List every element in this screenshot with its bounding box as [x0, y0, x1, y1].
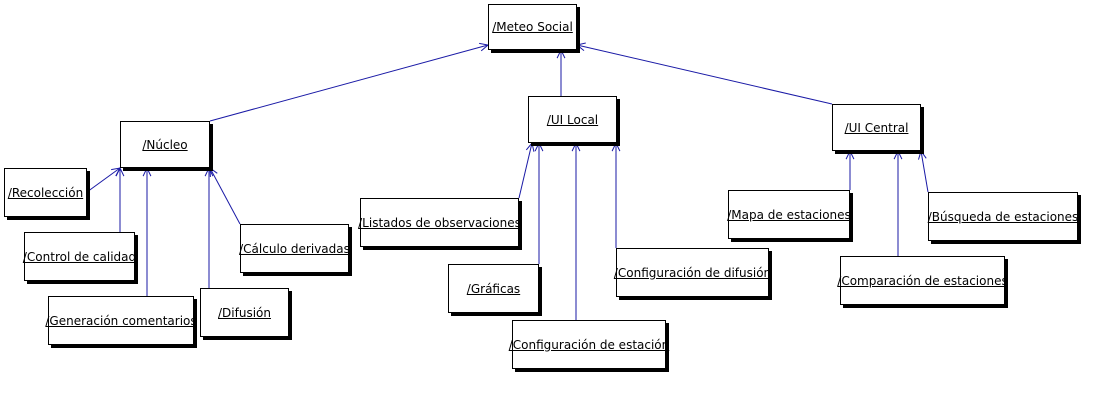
node-difusion[interactable]: /Difusión — [200, 288, 289, 337]
arrowhead-icon — [556, 48, 566, 59]
node-label: /Comparación de estaciones — [837, 273, 1008, 288]
node-configuracion-estacion[interactable]: /Configuración de estación — [509, 320, 669, 369]
node-label: /Búsqueda de estaciones — [927, 209, 1079, 224]
node-label: /UI Local — [546, 112, 599, 127]
edge-calculo_derivadas-to-nucleo — [209, 166, 241, 225]
edge-ui_local-to-root — [556, 48, 566, 96]
edge-graficas-to-ui_local — [534, 141, 544, 264]
node-label: /Generación comentarios — [45, 313, 197, 328]
arrowhead-icon — [571, 141, 581, 152]
node-ui-central[interactable]: /UI Central — [832, 104, 921, 151]
edge-control_calidad-to-nucleo — [115, 166, 125, 232]
node-label: /Meteo Social — [492, 20, 573, 34]
arrowhead-icon — [918, 149, 927, 160]
arrowhead-icon — [115, 166, 125, 177]
arrowhead-icon — [575, 42, 586, 52]
node-configuracion-difusion[interactable]: /Configuración de difusión — [613, 248, 772, 297]
edge-generacion_comentarios-to-nucleo — [142, 166, 152, 296]
node-control-calidad[interactable]: /Control de calidad — [22, 232, 137, 281]
node-label: /Control de calidad — [22, 249, 137, 264]
edge-nucleo-to-root — [209, 42, 490, 122]
node-label: /Configuración de difusión — [613, 265, 772, 280]
node-label: /Difusión — [218, 305, 271, 320]
node-nucleo[interactable]: /Núcleo — [120, 121, 210, 168]
edge-configuracion_difusion-to-ui_local — [611, 141, 621, 248]
edge-difusion-to-nucleo — [204, 166, 214, 288]
node-mapa-estaciones[interactable]: /Mapa de estaciones — [727, 190, 851, 239]
node-listados-observaciones[interactable]: /Listados de observaciones — [358, 198, 521, 247]
node-label: /Núcleo — [142, 137, 188, 152]
node-label: /Listados de observaciones — [358, 215, 521, 230]
node-busqueda-estaciones[interactable]: /Búsqueda de estaciones — [928, 192, 1078, 241]
arrowhead-icon — [525, 141, 535, 152]
node-recoleccion[interactable]: /Recolección — [4, 168, 87, 217]
edge-listados_observaciones-to-ui_local — [518, 141, 535, 199]
node-comparacion-estaciones[interactable]: /Comparación de estaciones — [837, 256, 1008, 305]
node-calculo-derivadas[interactable]: /Cálculo derivadas — [239, 224, 350, 273]
edge-recoleccion-to-nucleo — [86, 167, 121, 193]
node-label: /Cálculo derivadas — [239, 241, 350, 256]
arrowhead-icon — [204, 166, 214, 177]
arrowhead-icon — [209, 166, 218, 178]
edge-comparacion_estaciones-to-ui_central — [893, 149, 903, 256]
node-graficas[interactable]: /Gráficas — [448, 264, 539, 313]
edge-configuracion_estacion-to-ui_local — [571, 141, 581, 320]
arrowhead-icon — [893, 149, 903, 160]
node-label: /Mapa de estaciones — [727, 207, 851, 222]
edge-mapa_estaciones-to-ui_central — [845, 149, 855, 190]
node-generacion-comentarios[interactable]: /Generación comentarios — [45, 296, 197, 345]
node-label: /UI Central — [844, 120, 909, 135]
node-meteo-social[interactable]: /Meteo Social — [488, 4, 577, 50]
node-label: /Recolección — [7, 185, 84, 200]
edge-ui_central-to-root — [575, 42, 833, 105]
arrowhead-icon — [142, 166, 152, 177]
arrowhead-icon — [534, 141, 544, 152]
node-ui-local[interactable]: /UI Local — [528, 96, 617, 143]
node-label: /Gráficas — [466, 281, 521, 296]
edge-busqueda_estaciones-to-ui_central — [918, 149, 929, 193]
node-label: /Configuración de estación — [508, 337, 670, 352]
arrowhead-icon — [611, 141, 621, 152]
arrowhead-icon — [845, 149, 855, 160]
